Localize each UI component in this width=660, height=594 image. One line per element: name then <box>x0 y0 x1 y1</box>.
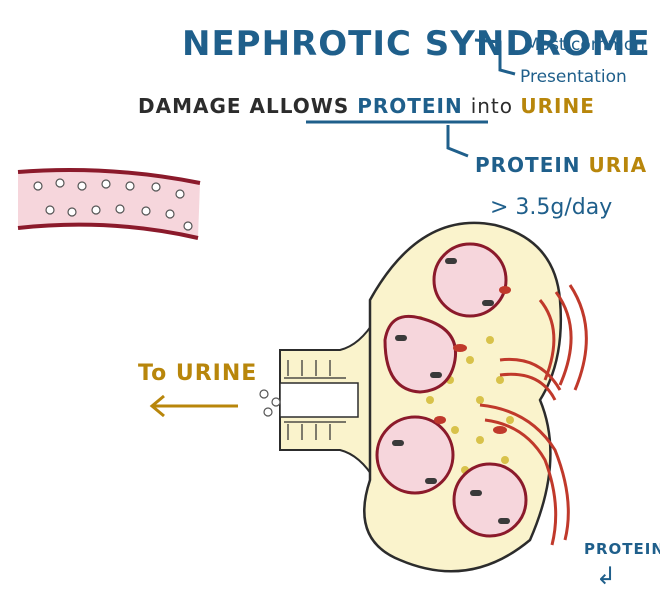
protein-molecule <box>142 207 150 215</box>
capillary-loop <box>454 464 526 536</box>
protein-molecule <box>176 190 184 198</box>
capillary-loop <box>434 244 506 316</box>
subtitle-part1: DAMAGE ALLOWS <box>138 94 357 118</box>
blood-vessel-fill <box>18 170 200 238</box>
proteinuria-connector <box>448 125 468 156</box>
proteinuria-threshold: > 3.5g/day <box>490 195 612 220</box>
protein-molecule <box>68 208 76 216</box>
protein-molecule <box>34 182 42 190</box>
subtitle: DAMAGE ALLOWS PROTEIN into URINE <box>138 94 595 118</box>
subtitle-into: into <box>471 94 521 118</box>
leaked-protein-molecules <box>260 390 280 416</box>
proteinuria-uria: URIA <box>589 153 648 177</box>
tubule-lumen <box>280 383 358 417</box>
capillary-loop <box>385 316 456 392</box>
protein-molecule <box>46 206 54 214</box>
protein-molecule <box>116 205 124 213</box>
protein-molecule <box>92 206 100 214</box>
protein-molecule <box>56 179 64 187</box>
return-arrow-icon: ↲ <box>596 562 616 590</box>
proteinuria-label: PROTEIN URIA <box>475 153 647 177</box>
protein-molecule <box>102 180 110 188</box>
protein-molecule <box>152 183 160 191</box>
protein-molecule <box>166 210 174 218</box>
side-note-line-2: Presentation <box>520 67 627 87</box>
protein-molecule <box>78 182 86 190</box>
blood-vessel <box>18 170 200 238</box>
to-urine-label: To URINE <box>138 361 257 386</box>
capillary-loop <box>377 417 453 493</box>
protein-molecule <box>126 182 134 190</box>
protein-molecule <box>184 222 192 230</box>
proteinuria-protein: PROTEIN <box>475 153 581 177</box>
side-note-line-1: Most common <box>525 35 645 55</box>
protein-label: PROTEIN <box>584 540 660 558</box>
subtitle-urine: URINE <box>520 94 594 118</box>
left-arrow-icon <box>152 396 238 416</box>
glomerulus <box>260 223 561 571</box>
subtitle-protein: PROTEIN <box>357 94 463 118</box>
